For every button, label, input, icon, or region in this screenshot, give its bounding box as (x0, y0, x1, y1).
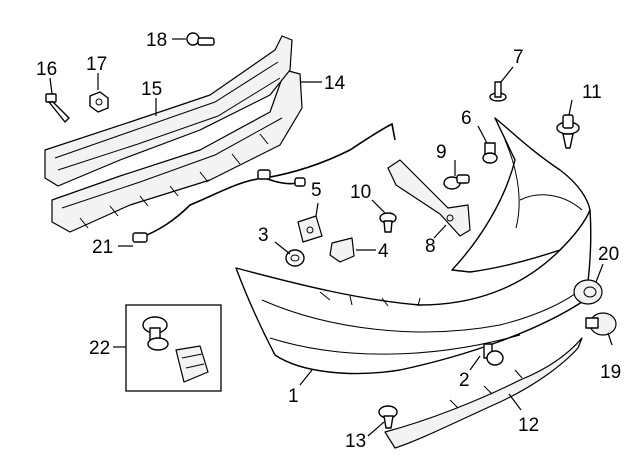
retainer-4 (329, 237, 355, 263)
callout-14: 14 (324, 73, 346, 94)
push-pin-13 (378, 405, 398, 429)
parking-sensor-20 (573, 279, 603, 305)
callout-2: 2 (459, 370, 470, 391)
push-clip-11 (556, 114, 580, 149)
push-pin-2 (483, 343, 504, 366)
bolt-16 (45, 93, 70, 123)
callout-12: 12 (518, 415, 539, 436)
callout-4: 4 (378, 241, 389, 262)
callout-labels: 1 2 3 4 5 6 7 8 9 10 11 12 13 14 15 16 1… (36, 30, 621, 452)
leader-lines (49, 38, 613, 437)
stud-6 (482, 142, 498, 164)
callout-11: 11 (582, 82, 602, 103)
callout-7: 7 (513, 47, 524, 68)
nut-17 (89, 91, 109, 113)
callout-1: 1 (288, 386, 299, 407)
screw-9 (443, 174, 470, 190)
callout-3: 3 (258, 225, 269, 246)
rear-bumper-cover (235, 117, 592, 375)
grommet-3 (285, 249, 305, 267)
callout-18: 18 (146, 30, 167, 51)
callout-21: 21 (92, 237, 113, 258)
callout-9: 9 (436, 142, 447, 163)
side-bracket (387, 159, 471, 237)
lower-valance (384, 337, 583, 449)
callout-15: 15 (141, 79, 162, 100)
part-22-inset-box (125, 304, 222, 392)
callout-6: 6 (461, 108, 472, 129)
bracket-5 (297, 215, 323, 243)
wiring-harness (132, 122, 396, 243)
callout-10: 10 (350, 182, 371, 203)
callout-16: 16 (36, 59, 57, 80)
sensor-bracket-19 (585, 312, 617, 336)
energy-absorber (51, 69, 303, 233)
callout-5: 5 (311, 180, 322, 201)
callout-13: 13 (345, 431, 366, 452)
callout-8: 8 (425, 236, 436, 257)
callout-22: 22 (89, 338, 110, 359)
bolt-18 (186, 32, 215, 46)
callout-20: 20 (598, 244, 619, 265)
bumper-reinforcement (44, 35, 293, 187)
callout-17: 17 (86, 54, 107, 75)
pin-7 (489, 81, 507, 102)
clip-10 (379, 212, 397, 233)
callout-19: 19 (600, 362, 621, 383)
